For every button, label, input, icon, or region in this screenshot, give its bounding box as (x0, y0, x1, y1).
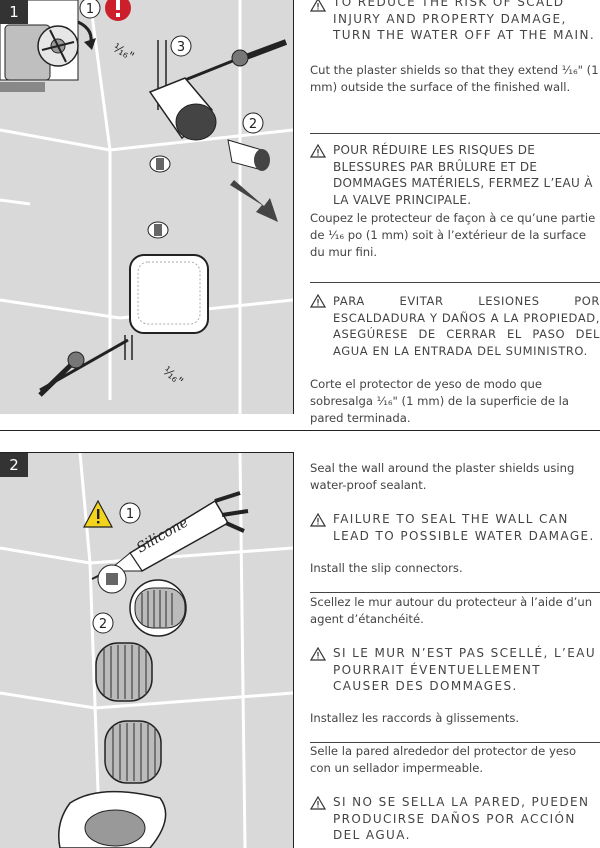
bolt-icon (97, 564, 127, 594)
instruction-text-en-2: Install the slip connectors. (310, 561, 463, 575)
dimension-label-top: ¹⁄₁₆" (111, 40, 137, 63)
language-divider (310, 133, 600, 134)
step-1-section: 1 (0, 0, 600, 425)
svg-text:1: 1 (126, 507, 134, 522)
valve-body-icon (0, 0, 96, 92)
slip-connector-icon (95, 642, 153, 702)
dimension-lines-bottom (124, 335, 133, 360)
warning-triangle-icon (310, 144, 326, 158)
instruction-text-en-1: Seal the wall around the plaster shields… (310, 461, 575, 492)
callout-1-marker: 1 (79, 0, 101, 19)
warning-triangle-icon (310, 796, 326, 810)
callout-2-marker: 2 (242, 112, 264, 134)
language-divider (310, 592, 600, 593)
step-2-number: 2 (0, 453, 28, 477)
warning-yellow-icon (82, 499, 114, 528)
instruction-text-fr-1: Scellez le mur autour du protecteur à l’… (310, 595, 593, 626)
slip-connector-icon (104, 720, 162, 784)
warning-text-en: TO REDUCE THE RISK OF SCALD INJURY AND P… (333, 0, 596, 42)
plaster-shield-icon (148, 77, 217, 141)
warning-red-icon (105, 0, 131, 21)
warning-triangle-icon (310, 647, 326, 661)
instruction-text-es-1: Selle la pared alrededor del protector d… (310, 744, 577, 775)
trim-plate-icon (129, 254, 209, 334)
warning-text-fr: SI LE MUR N’EST PAS SCELLÉ, L’EAU POURRA… (333, 646, 597, 693)
callout-1-marker: 1 (119, 502, 141, 524)
tile-grid (0, 453, 293, 848)
section-divider (0, 430, 600, 431)
instruction-text-en: Cut the plaster shields so that they ext… (310, 63, 599, 94)
warning-triangle-icon (310, 0, 326, 12)
trim-plate-icon (58, 790, 167, 848)
bolt-icon (147, 221, 169, 239)
instruction-text-fr-2: Installez les raccords à glissements. (310, 711, 520, 725)
svg-text:1: 1 (86, 2, 94, 17)
saw-icon (38, 338, 129, 397)
warning-text-en: FAILURE TO SEAL THE WALL CAN LEAD TO POS… (333, 512, 595, 543)
cap-plug-icon (227, 139, 270, 171)
warning-text-fr: POUR RÉDUIRE LES RISQUES DE BLESSURES PA… (333, 143, 593, 207)
warning-triangle-icon (310, 294, 326, 308)
step-1-number: 1 (0, 0, 28, 24)
callout-2-marker: 2 (92, 612, 114, 634)
warning-text-es: SI NO SE SELLA LA PARED, PUEDEN PRODUCIR… (333, 795, 590, 842)
instruction-text-fr: Coupez le protecteur de façon à ce qu’un… (310, 211, 596, 259)
arrow-out-icon (230, 180, 278, 222)
svg-text:3: 3 (177, 40, 185, 55)
step-2-section: 2 1 (0, 452, 600, 848)
step-2-diagram: 1 Silicone 2 (0, 453, 293, 848)
step-1-diagram: 1 ¹⁄₁₆" 3 (0, 0, 293, 414)
warning-triangle-icon (310, 513, 326, 527)
warning-text-es: PARA EVITAR LESIONES POR ESCALDADURA Y D… (333, 294, 600, 358)
step-1-illustration: 1 (0, 0, 294, 414)
bolt-icon (149, 155, 171, 173)
svg-text:2: 2 (249, 117, 257, 132)
instruction-text-es: Corte el protector de yeso de modo que s… (310, 377, 569, 425)
threaded-connector-icon (129, 579, 187, 637)
step-2-illustration: 2 1 (0, 452, 294, 848)
language-divider (310, 282, 600, 283)
dimension-label-bottom: ¹⁄₁₆" (160, 364, 186, 389)
callout-3-marker: 3 (170, 35, 192, 57)
svg-text:2: 2 (99, 617, 107, 632)
language-divider (310, 742, 600, 743)
